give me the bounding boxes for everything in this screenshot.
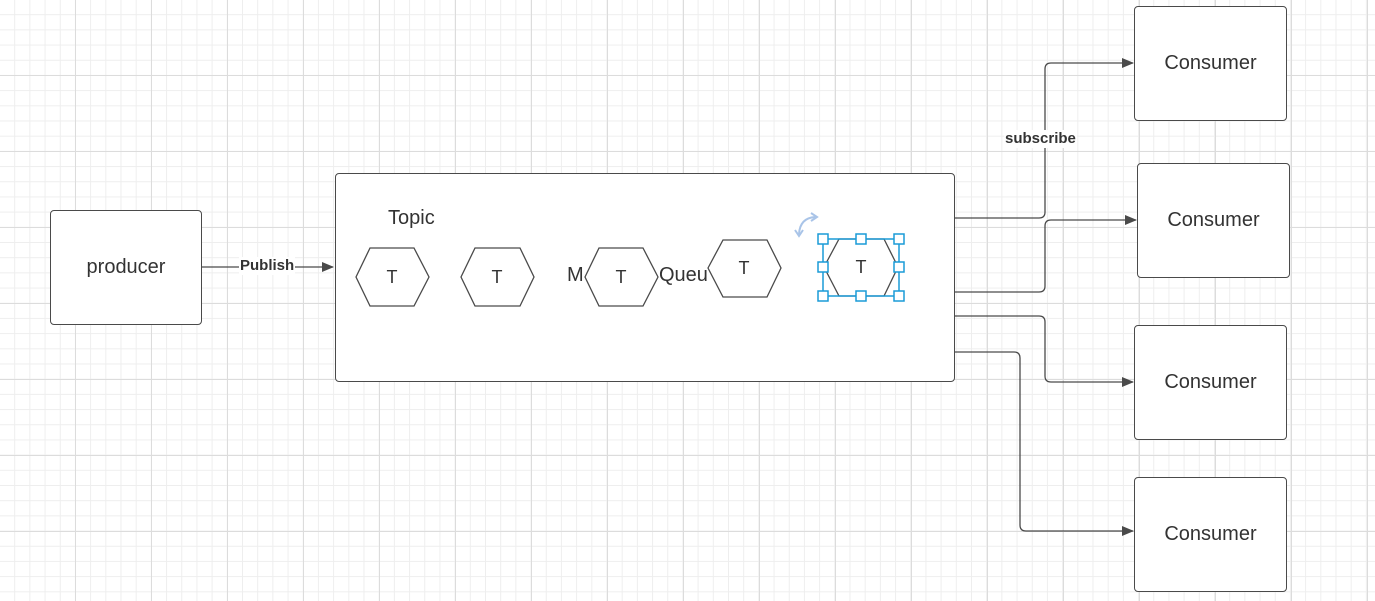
topic-node-label: T <box>387 267 398 287</box>
rotate-handle-icon[interactable] <box>794 212 819 238</box>
consumer-label: Consumer <box>1164 371 1257 393</box>
container-partial-label-m: M <box>567 264 584 286</box>
consumer-node[interactable]: Consumer <box>1137 163 1290 278</box>
topic-node-label: T <box>856 257 867 277</box>
consumer-label: Consumer <box>1167 209 1260 231</box>
topic-node-label: T <box>739 258 750 278</box>
subscribe-connector-2[interactable] <box>955 215 1137 293</box>
publish-label: Publish <box>239 257 296 275</box>
subscribe-label: subscribe <box>1004 130 1077 148</box>
topic-title: Topic <box>388 207 435 229</box>
consumer-node[interactable]: Consumer <box>1134 477 1287 592</box>
consumer-label: Consumer <box>1164 52 1257 74</box>
producer-label: producer <box>86 256 166 278</box>
consumer-label: Consumer <box>1164 523 1257 545</box>
producer-node[interactable]: producer <box>50 210 202 325</box>
subscribe-connector-3[interactable] <box>955 315 1134 387</box>
consumer-node[interactable]: Consumer <box>1134 325 1287 440</box>
topic-node-label: T <box>492 267 503 287</box>
topic-node-label: T <box>616 267 627 287</box>
container-partial-label-queue: Queu <box>659 264 708 286</box>
consumer-node[interactable]: Consumer <box>1134 6 1287 121</box>
topic-node-2[interactable]: T <box>460 247 535 307</box>
topic-node-1[interactable]: T <box>355 247 430 307</box>
topic-node-4[interactable]: T <box>707 239 782 298</box>
selection-handles[interactable] <box>817 233 905 302</box>
subscribe-connector-4[interactable] <box>955 351 1134 536</box>
topic-node-5-selected[interactable]: T <box>822 238 900 297</box>
topic-node-3[interactable]: T <box>584 247 659 307</box>
